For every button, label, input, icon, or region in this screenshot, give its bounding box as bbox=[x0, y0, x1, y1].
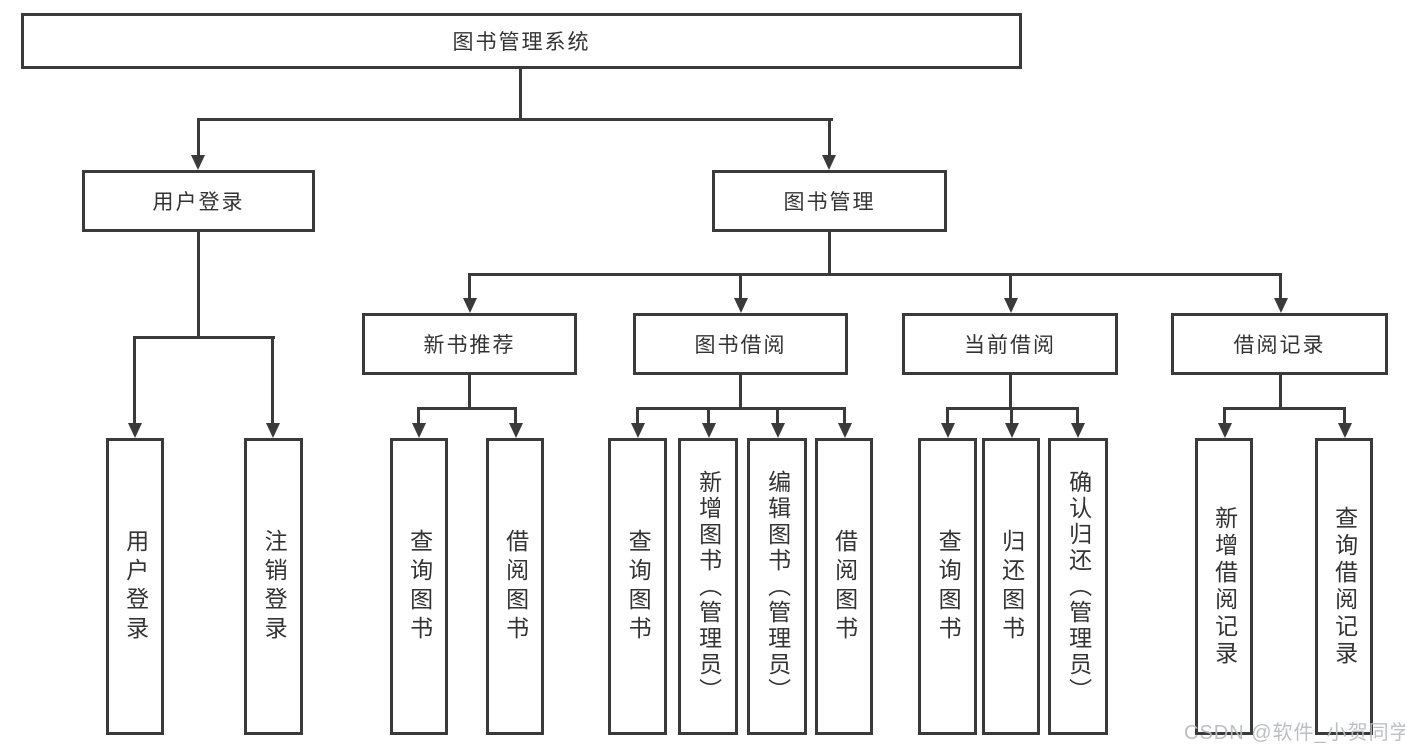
node-leaf-add-books-admin: 新增图书（管理员） bbox=[678, 438, 738, 735]
connector-user-login-stem bbox=[197, 232, 200, 339]
node-leaf-borrow-books: 借阅图书 bbox=[486, 438, 544, 735]
node-label: 图书管理 bbox=[783, 191, 876, 214]
connector-drop-leaf bbox=[271, 336, 274, 426]
connector-new-book-branch bbox=[417, 407, 517, 410]
node-leaf-user-login: 用户登录 bbox=[106, 438, 164, 735]
node-label: 借阅记录 bbox=[1233, 334, 1326, 357]
node-label: 确认归还（管理员） bbox=[1065, 469, 1092, 704]
connector-book-borrow-stem bbox=[739, 375, 742, 410]
connector-root-stem bbox=[519, 69, 522, 120]
node-label: 查询图书 bbox=[625, 528, 652, 645]
connector-drop-leaf bbox=[133, 336, 136, 426]
node-label: 用户登录 bbox=[152, 191, 245, 214]
node-label: 查询图书 bbox=[406, 528, 433, 645]
node-label: 用户登录 bbox=[122, 528, 149, 645]
connector-drop-leaf bbox=[776, 407, 779, 427]
connector-user-login-branch bbox=[133, 336, 275, 339]
node-book-borrow: 图书借阅 bbox=[633, 313, 848, 375]
arrowhead bbox=[412, 423, 426, 438]
arrowhead bbox=[1071, 423, 1085, 438]
arrowhead bbox=[1274, 298, 1288, 313]
node-label: 查询借阅记录 bbox=[1331, 505, 1358, 668]
arrowhead bbox=[631, 423, 645, 438]
node-user-login: 用户登录 bbox=[82, 170, 315, 232]
node-label: 查询图书 bbox=[935, 528, 962, 645]
arrowhead bbox=[191, 155, 205, 170]
connector-new-book-stem bbox=[468, 375, 471, 410]
connector-drop-user-login bbox=[197, 118, 200, 158]
connector-drop-leaf bbox=[417, 407, 420, 427]
node-new-book-recommend: 新书推荐 bbox=[362, 313, 577, 375]
node-borrow-records: 借阅记录 bbox=[1171, 313, 1388, 375]
connector-current-borrow-stem bbox=[1009, 375, 1012, 410]
node-label: 图书管理系统 bbox=[452, 31, 591, 54]
node-current-borrow: 当前借阅 bbox=[902, 313, 1118, 375]
node-label: 图书借阅 bbox=[694, 334, 787, 357]
connector-drop-book-borrow bbox=[739, 273, 742, 301]
node-label: 新增图书（管理员） bbox=[695, 469, 722, 704]
node-leaf-query-books: 查询图书 bbox=[918, 438, 977, 735]
node-leaf-confirm-return-admin: 确认归还（管理员） bbox=[1048, 438, 1108, 735]
node-label: 编辑图书（管理员） bbox=[764, 469, 791, 704]
csdn-watermark: CSDN @软件_小贺同学 bbox=[1184, 722, 1405, 744]
arrowhead bbox=[509, 423, 523, 438]
node-label: 借阅图书 bbox=[502, 528, 529, 645]
connector-drop-leaf bbox=[1223, 407, 1226, 427]
connector-drop-new-book bbox=[468, 273, 471, 301]
arrowhead bbox=[734, 298, 748, 313]
arrowhead bbox=[1338, 423, 1352, 438]
connector-drop-leaf bbox=[514, 407, 517, 427]
arrowhead bbox=[1218, 423, 1232, 438]
node-label: 借阅图书 bbox=[831, 528, 858, 645]
arrowhead bbox=[463, 298, 477, 313]
node-label: 归还图书 bbox=[998, 528, 1025, 645]
connector-drop-current-borrow bbox=[1009, 273, 1012, 301]
connector-book-borrow-branch bbox=[636, 407, 846, 410]
connector-drop-leaf bbox=[636, 407, 639, 427]
connector-drop-borrow-records bbox=[1279, 273, 1282, 301]
arrowhead bbox=[838, 423, 852, 438]
arrowhead bbox=[266, 423, 280, 438]
connector-drop-book-management bbox=[828, 118, 831, 158]
node-leaf-query-books: 查询图书 bbox=[608, 438, 667, 735]
connector-drop-leaf bbox=[946, 407, 949, 427]
connector-drop-leaf bbox=[1010, 407, 1013, 427]
connector-book-management-stem bbox=[828, 232, 831, 276]
node-leaf-add-borrow-record: 新增借阅记录 bbox=[1195, 438, 1253, 735]
arrowhead bbox=[702, 423, 716, 438]
arrowhead bbox=[1004, 298, 1018, 313]
connector-book-management-branch bbox=[468, 273, 1282, 276]
node-leaf-edit-books-admin: 编辑图书（管理员） bbox=[747, 438, 807, 735]
node-book-management: 图书管理 bbox=[712, 170, 947, 232]
node-leaf-query-borrow-record: 查询借阅记录 bbox=[1315, 438, 1373, 735]
connector-borrow-records-stem bbox=[1279, 375, 1282, 410]
arrowhead bbox=[822, 155, 836, 170]
node-leaf-borrow-books: 借阅图书 bbox=[815, 438, 873, 735]
node-label: 新增借阅记录 bbox=[1211, 505, 1238, 668]
connector-root-branch bbox=[197, 118, 833, 121]
connector-borrow-records-branch bbox=[1223, 407, 1345, 410]
connector-drop-leaf bbox=[1343, 407, 1346, 427]
arrowhead bbox=[771, 423, 785, 438]
node-label: 新书推荐 bbox=[423, 334, 516, 357]
node-leaf-query-books: 查询图书 bbox=[390, 438, 448, 735]
node-label: 当前借阅 bbox=[964, 334, 1056, 357]
node-leaf-return-books: 归还图书 bbox=[982, 438, 1040, 735]
node-label: 注销登录 bbox=[261, 528, 288, 645]
arrowhead bbox=[941, 423, 955, 438]
arrowhead bbox=[1005, 423, 1019, 438]
connector-drop-leaf bbox=[843, 407, 846, 427]
connector-drop-leaf bbox=[707, 407, 710, 427]
connector-drop-leaf bbox=[1076, 407, 1079, 427]
arrowhead bbox=[128, 423, 142, 438]
node-leaf-logout: 注销登录 bbox=[244, 438, 303, 735]
node-library-management-system: 图书管理系统 bbox=[21, 13, 1022, 69]
